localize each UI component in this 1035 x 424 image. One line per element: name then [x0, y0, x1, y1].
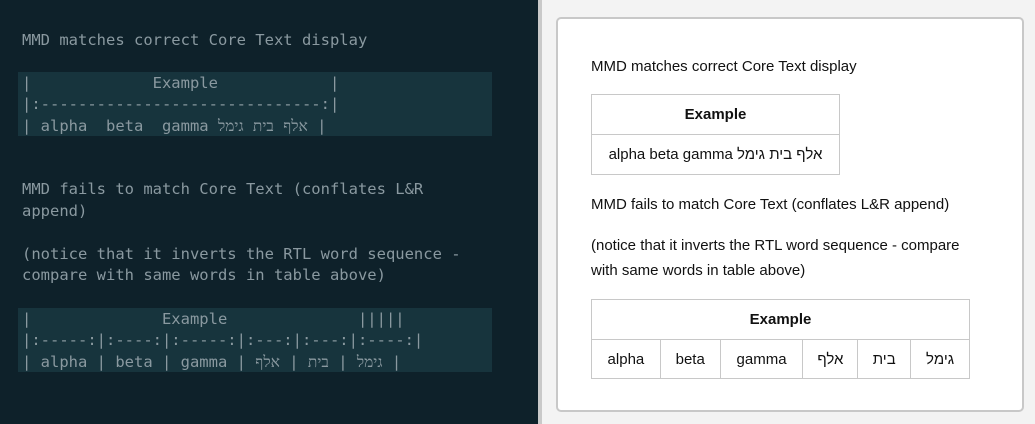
editor-code-block-2: | Example ||||| |:-----:|:----:|:-----:|…: [18, 308, 492, 372]
editor-heading-2-line-2: append): [22, 202, 88, 220]
preview-heading-2: MMD fails to match Core Text (conflates …: [591, 196, 950, 213]
table-cell: alpha beta gamma אלף בית גימל: [591, 134, 840, 175]
editor-table2-line-1: | Example |||||: [22, 310, 405, 328]
editor-heading-2-line-1: MMD fails to match Core Text (conflates …: [22, 180, 424, 198]
pane-divider[interactable]: [538, 0, 542, 424]
table-row: alpha beta gamma אלף בית גימל: [591, 134, 840, 175]
markdown-editor[interactable]: MMD matches correct Core Text display | …: [0, 0, 538, 424]
table-cell: gamma: [719, 339, 804, 379]
editor-heading-1: MMD matches correct Core Text display: [22, 31, 368, 49]
editor-code-block-1: | Example | |:--------------------------…: [18, 72, 492, 136]
editor-table2-line-2: |:-----:|:----:|:-----:|:---:|:---:|:---…: [22, 331, 424, 349]
table-cell: בית: [857, 339, 912, 379]
editor-note-line-2: compare with same words in table above): [22, 266, 386, 284]
preview-table-2: Example alpha beta gamma אלף בית גימל: [591, 299, 970, 379]
table-header-cell: Example: [591, 299, 970, 340]
preview-note-line-2: with same words in table above): [591, 262, 806, 279]
editor-table1-line-1: | Example |: [22, 74, 340, 92]
table-row: Example: [591, 94, 840, 135]
table-cell: גימל: [910, 339, 970, 379]
editor-note-line-1: (notice that it inverts the RTL word seq…: [22, 245, 461, 263]
table-cell: אלף: [802, 339, 859, 379]
table-cell: alpha: [591, 339, 661, 379]
table-row: Example: [591, 299, 970, 340]
table-row: alpha beta gamma אלף בית גימל: [591, 339, 970, 379]
rendered-preview: MMD matches correct Core Text display Ex…: [556, 17, 1024, 412]
preview-note-line-1: (notice that it inverts the RTL word seq…: [591, 237, 960, 254]
table-header-cell: Example: [591, 94, 840, 135]
preview-heading-1: MMD matches correct Core Text display: [591, 58, 857, 75]
table-cell: beta: [659, 339, 721, 379]
preview-table-1: Example alpha beta gamma אלף בית גימל: [591, 94, 840, 175]
editor-table2-line-3: | alpha | beta | gamma | גימל | בית | אל…: [22, 353, 402, 371]
editor-table1-line-2: |:------------------------------:|: [22, 95, 340, 113]
editor-table1-line-3: | alpha beta gamma אלף בית גימל |: [22, 117, 327, 135]
